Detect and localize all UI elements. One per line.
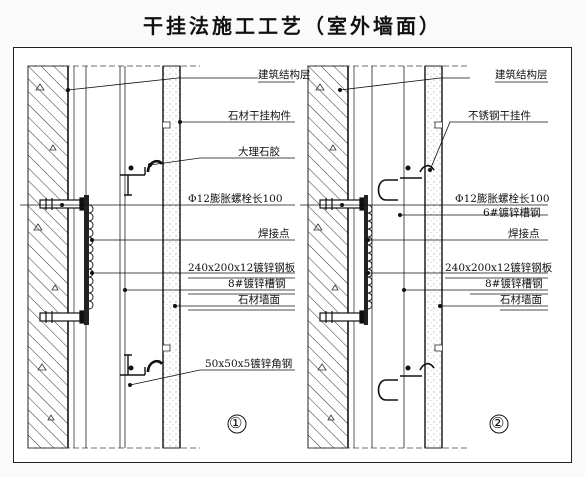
label-p1-plate: 240x200x12镀锌钢板 <box>188 262 296 274</box>
label-p2-bracket: 不锈钢干挂件 <box>468 110 531 122</box>
label-p1-glue: 大理石胶 <box>238 146 280 158</box>
label-p1-weld: 焊接点 <box>258 228 290 240</box>
structure-wall-1 <box>27 65 69 449</box>
label-p1-structure: 建筑结构层 <box>258 69 311 81</box>
label-p1-stone: 石材墙面 <box>238 294 280 306</box>
label-p2-bolt: Φ12膨胀螺栓长100 <box>455 193 550 205</box>
drawing-frame <box>13 47 572 463</box>
label-p2-structure: 建筑结构层 <box>495 69 548 81</box>
panel-2-circle <box>489 414 509 434</box>
diagram-title: 干挂法施工工艺（室外墙面） <box>143 14 442 38</box>
panel-1-number: ① <box>229 414 243 432</box>
label-p2-channel8: 8#镀锌槽钢 <box>485 278 543 290</box>
label-p1-bracket: 石材干挂构件 <box>228 110 291 122</box>
panel-1-circle <box>227 414 247 434</box>
label-p1-bolt: Φ12膨胀螺栓长100 <box>188 193 283 205</box>
structure-wall-2 <box>307 65 349 449</box>
label-p2-stone: 石材墙面 <box>500 294 542 306</box>
panel-1-section <box>20 65 295 449</box>
label-p2-plate: 240x200x12镀锌钢板 <box>445 262 553 274</box>
label-p2-channel6: 6#镀锌槽钢 <box>483 207 541 219</box>
label-p1-channel: 8#镀锌槽钢 <box>228 278 286 290</box>
panel-2-section <box>300 65 548 449</box>
label-p1-angle: 50x50x5镀锌角钢 <box>205 358 293 370</box>
label-p2-weld: 焊接点 <box>508 228 540 240</box>
panel-2-number: ② <box>491 414 505 432</box>
